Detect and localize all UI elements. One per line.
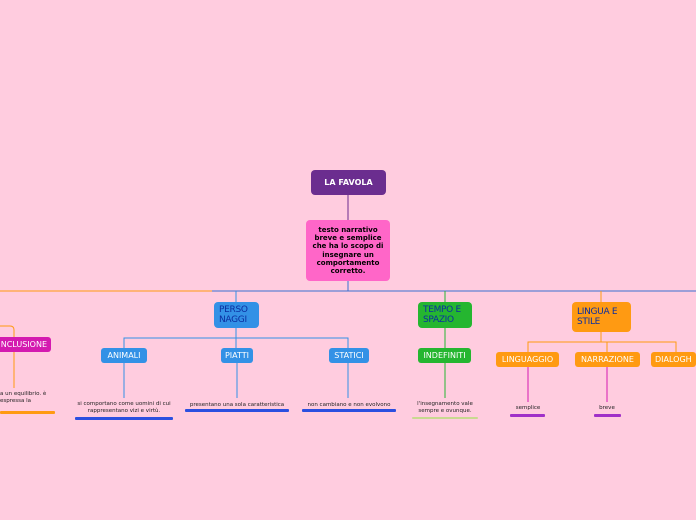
statici-note: non cambiano e non evolvono bbox=[307, 402, 391, 408]
animali-underline bbox=[75, 417, 173, 420]
indefiniti-note: l'insegnamento vale sempre e ovunque. bbox=[417, 401, 473, 415]
lingua-stile-node[interactable]: LINGUA E STILE bbox=[572, 302, 631, 332]
tempo-spazio-node[interactable]: TEMPO E SPAZIO bbox=[418, 302, 472, 328]
linguaggio-note: semplice bbox=[515, 405, 541, 411]
narrazione-underline bbox=[594, 414, 621, 417]
narrazione-note: breve bbox=[599, 405, 615, 411]
statici-underline bbox=[302, 409, 396, 412]
conclusione-underline bbox=[0, 411, 55, 414]
conclusione-note: a un equilibrio. è espressa la bbox=[0, 391, 47, 405]
personaggi-node[interactable]: PERSO NAGGI bbox=[214, 302, 259, 328]
dialoghi-node[interactable]: DIALOGH bbox=[651, 352, 696, 367]
piatti-note: presentano una sola caratteristica bbox=[189, 402, 285, 408]
statici-node[interactable]: STATICI bbox=[329, 348, 369, 363]
root-node[interactable]: LA FAVOLA bbox=[311, 170, 386, 195]
linguaggio-node[interactable]: LINGUAGGIO bbox=[496, 352, 559, 367]
indefiniti-node[interactable]: INDEFINITI bbox=[418, 348, 471, 363]
conclusione-node[interactable]: NCLUSIONE bbox=[0, 337, 51, 352]
piatti-underline bbox=[185, 409, 289, 412]
linguaggio-underline bbox=[510, 414, 545, 417]
animali-note: si comportano come uomini di cui rappres… bbox=[77, 401, 171, 415]
definition-node[interactable]: testo narrativo breve e semplice che ha … bbox=[306, 220, 390, 281]
indefiniti-underline bbox=[412, 417, 478, 419]
animali-node[interactable]: ANIMALI bbox=[101, 348, 147, 363]
narrazione-node[interactable]: NARRAZIONE bbox=[575, 352, 640, 367]
piatti-node[interactable]: PIATTI bbox=[221, 348, 253, 363]
